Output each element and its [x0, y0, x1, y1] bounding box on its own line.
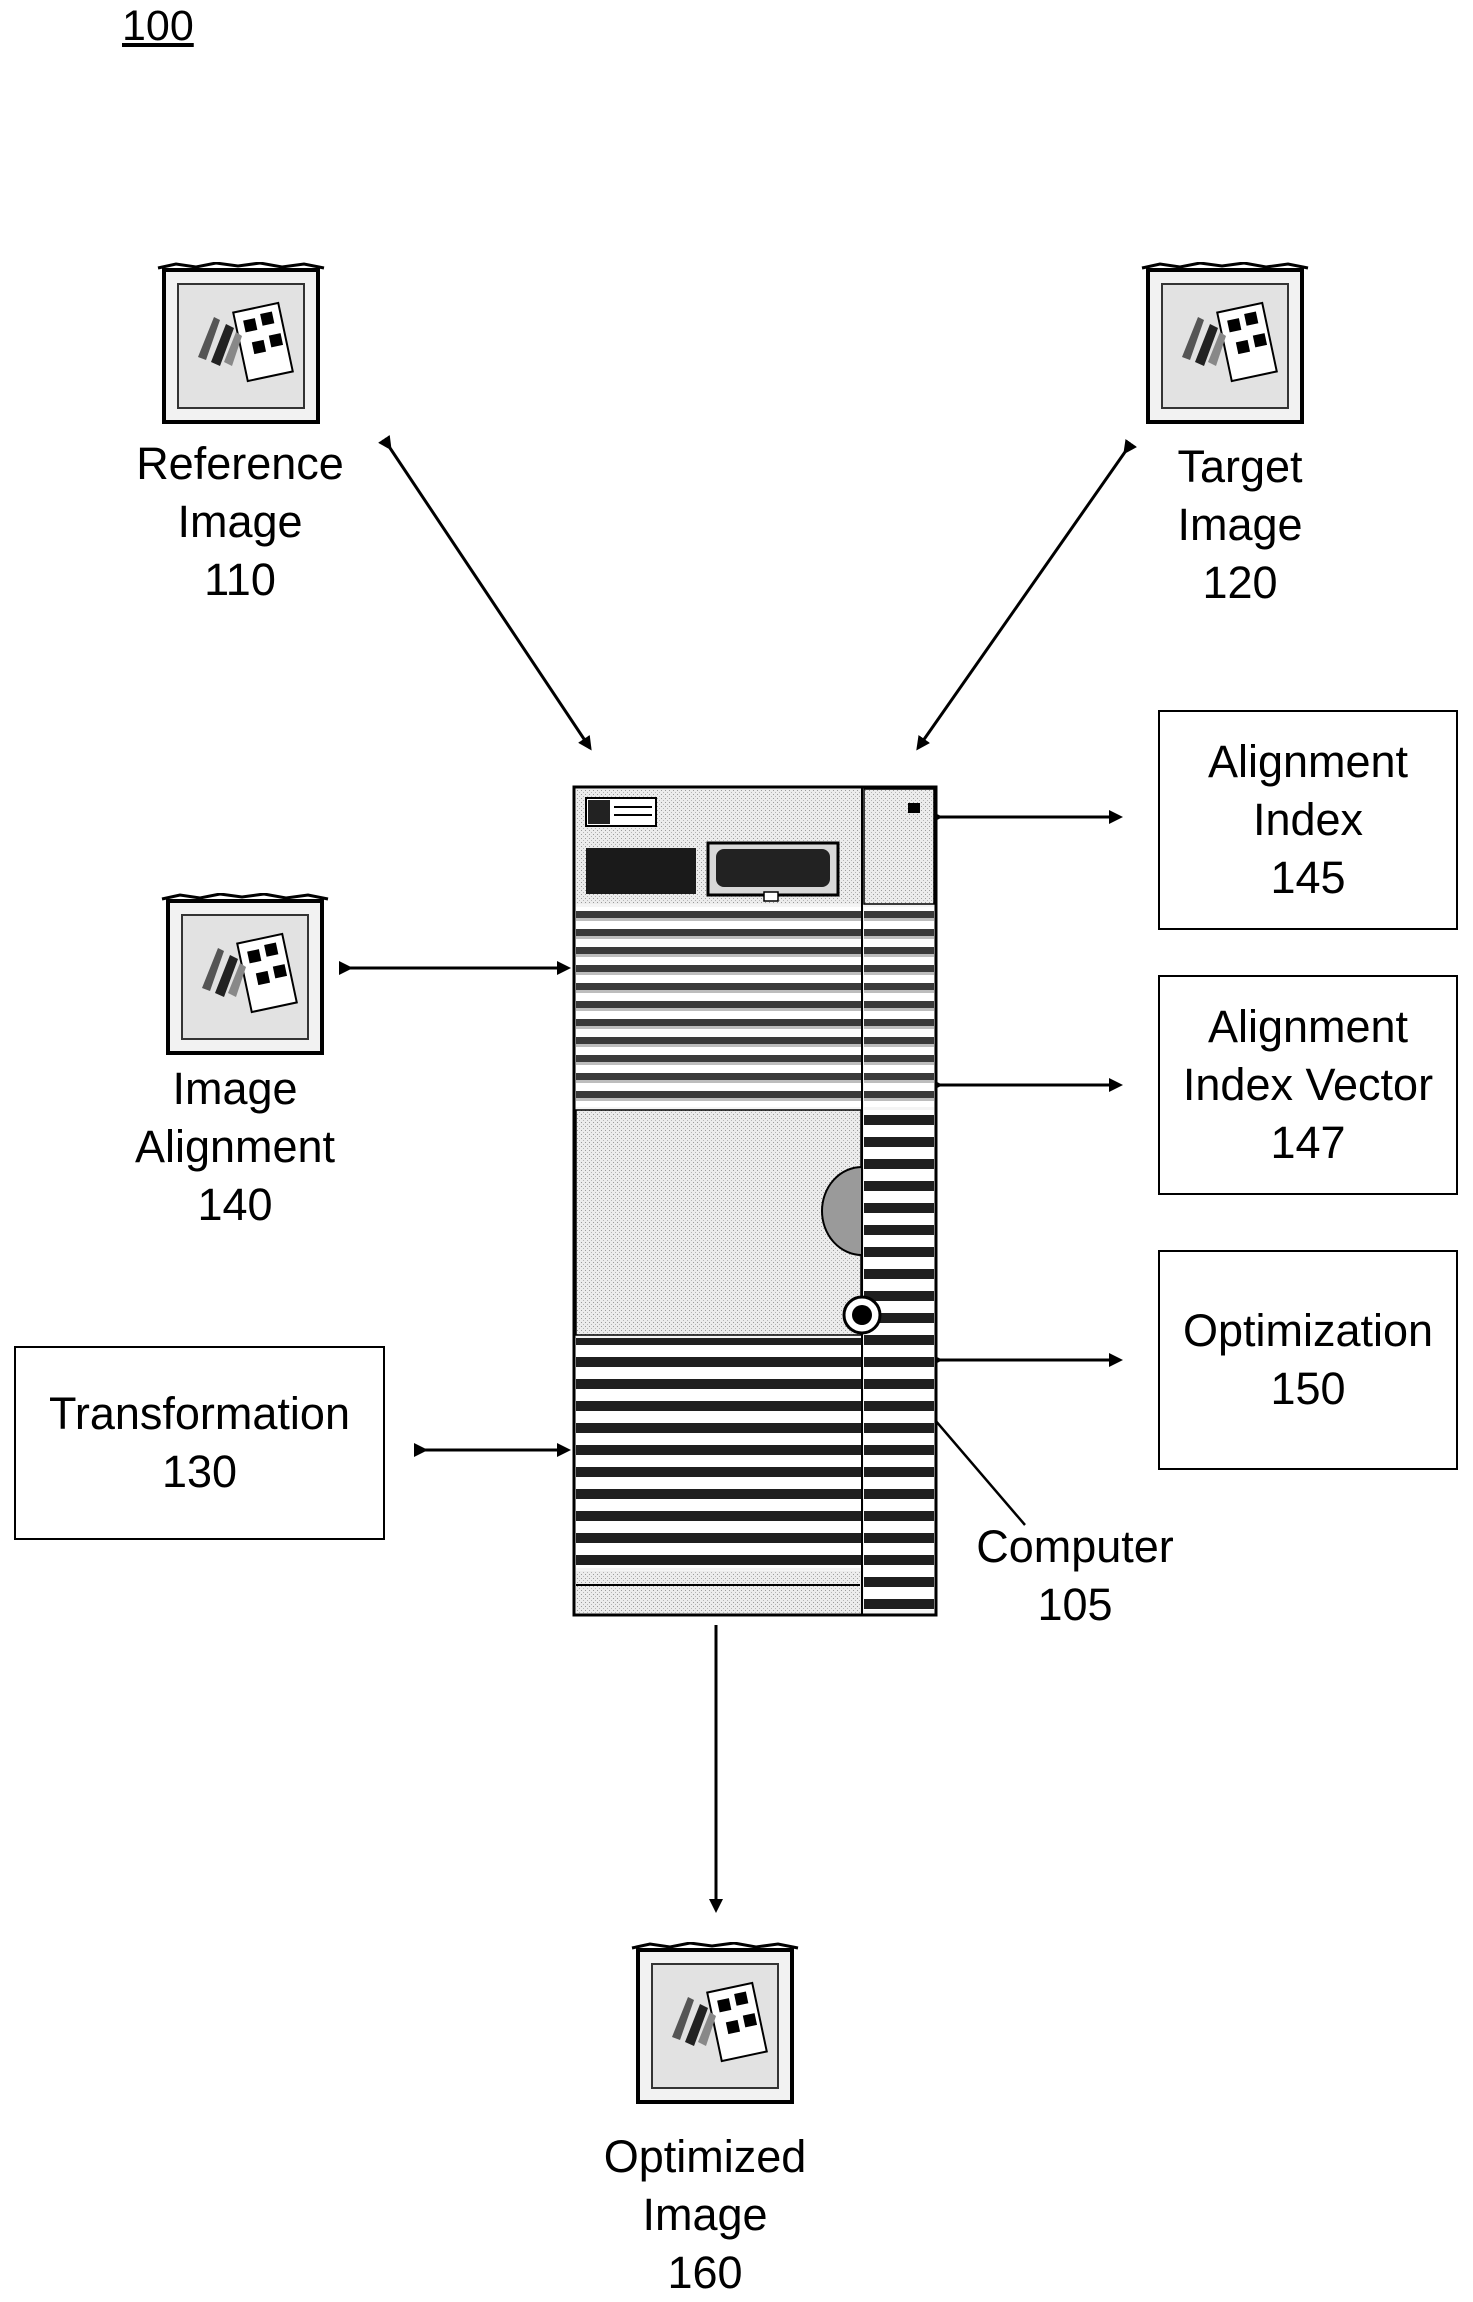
computer-name: Computer — [945, 1518, 1205, 1576]
alignment-index-vector-line2: Index Vector — [1183, 1056, 1433, 1114]
server-tower-icon — [572, 785, 938, 1617]
target-image-name2: Image — [1100, 496, 1380, 554]
target-image-label: Target Image 120 — [1100, 438, 1380, 612]
optimized-image-number: 160 — [565, 2244, 845, 2302]
computer-number: 105 — [945, 1576, 1205, 1634]
optimization-line1: Optimization — [1183, 1302, 1433, 1360]
arrow-reference — [390, 448, 590, 748]
optimized-image-name: Optimized — [565, 2128, 845, 2186]
alignment-index-line1: Alignment — [1208, 733, 1408, 791]
document-image-icon — [1140, 262, 1310, 430]
reference-image-label: Reference Image 110 — [100, 435, 380, 609]
transformation-line1: Transformation — [49, 1385, 350, 1443]
document-image-icon — [156, 262, 326, 430]
optimization-box: Optimization 150 — [1158, 1250, 1458, 1470]
arrow-target — [918, 452, 1125, 748]
transformation-box: Transformation 130 — [14, 1346, 385, 1540]
optimized-image-name2: Image — [565, 2186, 845, 2244]
transformation-number: 130 — [162, 1443, 237, 1501]
reference-image-name: Reference — [100, 435, 380, 493]
reference-image-name2: Image — [100, 493, 380, 551]
document-image-icon — [160, 893, 330, 1061]
document-image-icon — [630, 1942, 800, 2110]
alignment-index-vector-box: Alignment Index Vector 147 — [1158, 975, 1458, 1195]
image-alignment-name2: Alignment — [95, 1118, 375, 1176]
alignment-index-vector-number: 147 — [1270, 1114, 1345, 1172]
image-alignment-number: 140 — [95, 1176, 375, 1234]
optimization-number: 150 — [1270, 1360, 1345, 1418]
alignment-index-box: Alignment Index 145 — [1158, 710, 1458, 930]
target-image-number: 120 — [1100, 554, 1380, 612]
alignment-index-line2: Index — [1253, 791, 1363, 849]
optimized-image-label: Optimized Image 160 — [565, 2128, 845, 2302]
image-alignment-label: Image Alignment 140 — [95, 1060, 375, 1234]
target-image-name: Target — [1100, 438, 1380, 496]
alignment-index-number: 145 — [1270, 849, 1345, 907]
image-alignment-name: Image — [95, 1060, 375, 1118]
alignment-index-vector-line1: Alignment — [1208, 998, 1408, 1056]
reference-image-number: 110 — [100, 551, 380, 609]
computer-label: Computer 105 — [945, 1518, 1205, 1634]
